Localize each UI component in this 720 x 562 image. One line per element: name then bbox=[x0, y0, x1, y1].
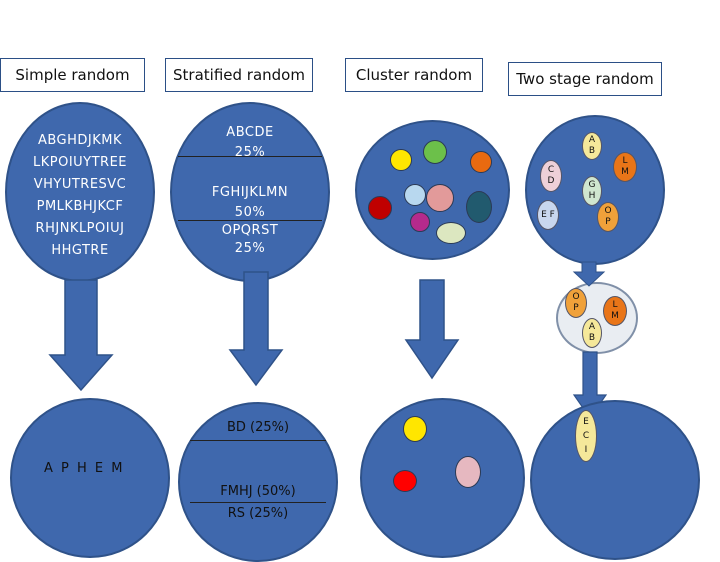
header-two-stage-random: Two stage random bbox=[508, 62, 662, 96]
simple-population-text: ABGHDJKMK LKPOIUYTREE VHYUTRESVC PMLKBHJ… bbox=[5, 130, 155, 262]
stratum1-percent: 25% bbox=[234, 145, 266, 160]
stratum-divider bbox=[190, 502, 326, 503]
cluster-dot bbox=[423, 140, 447, 164]
simple-line: LKPOIUYTREE bbox=[32, 155, 128, 170]
arrow-down-cluster bbox=[404, 279, 460, 380]
cluster-dot bbox=[404, 184, 426, 206]
stratum-divider bbox=[178, 220, 322, 221]
cluster-dot bbox=[410, 212, 430, 232]
cluster-sample-dot bbox=[403, 416, 427, 442]
stratum3-letters: OPQRST bbox=[221, 223, 279, 238]
simple-line: PMLKBHJKCF bbox=[36, 199, 124, 214]
pair-cluster-ef: E F bbox=[537, 200, 559, 230]
arrow-down-simple bbox=[48, 279, 114, 392]
simple-population-circle bbox=[5, 102, 155, 282]
cluster-dot bbox=[368, 196, 392, 220]
cluster-sample-circle bbox=[360, 398, 525, 558]
pair-cluster-op: O P bbox=[597, 202, 619, 232]
stratified-sample-2: FMHJ (50%) bbox=[220, 484, 296, 499]
stratum2-letters: FGHIJKLMN bbox=[211, 185, 289, 200]
stratified-sample-3: RS (25%) bbox=[227, 506, 289, 521]
stratified-population-circle bbox=[170, 102, 330, 282]
stage1-pair-op: O P bbox=[565, 288, 587, 318]
stratum2-percent: 50% bbox=[234, 205, 266, 220]
arrow-to-stage1 bbox=[572, 261, 606, 287]
cluster-dot bbox=[426, 184, 454, 212]
cluster-dot bbox=[390, 149, 412, 171]
pair-cluster-gh: G H bbox=[582, 176, 602, 206]
cluster-dot bbox=[470, 151, 492, 173]
stage1-pair-ab: A B bbox=[582, 318, 602, 348]
cluster-dot bbox=[436, 222, 466, 244]
stratum-divider bbox=[178, 156, 322, 157]
simple-line: HHGTRE bbox=[51, 243, 109, 258]
header-cluster-random: Cluster random bbox=[345, 58, 483, 92]
arrow-down-stratified bbox=[228, 271, 284, 387]
pair-cluster-cd: C D bbox=[540, 160, 562, 192]
stage2-sample-text: E C I bbox=[582, 417, 590, 455]
cluster-sample-dot bbox=[455, 456, 481, 488]
stage2-sample: E C I bbox=[575, 410, 597, 462]
header-simple-random: Simple random bbox=[0, 58, 145, 92]
simple-sample-text: A P H E M bbox=[44, 461, 125, 476]
pair-cluster-lm: L M bbox=[613, 152, 637, 182]
simple-sample-circle bbox=[10, 398, 170, 558]
simple-line: VHYUTRESVC bbox=[33, 177, 127, 192]
header-stratified-random: Stratified random bbox=[165, 58, 313, 92]
cluster-sample-dot bbox=[393, 470, 417, 492]
stratum-divider bbox=[190, 440, 326, 441]
stratum1-letters: ABCDE bbox=[226, 125, 274, 140]
simple-line: ABGHDJKMK bbox=[37, 133, 123, 148]
stage1-pair-lm: L M bbox=[603, 296, 627, 326]
two-stage-sample-circle bbox=[530, 400, 700, 560]
simple-line: RHJNKLPOIUJ bbox=[35, 221, 125, 236]
pair-cluster-ab: A B bbox=[582, 132, 602, 160]
cluster-dot bbox=[466, 191, 492, 223]
stratum3-percent: 25% bbox=[234, 241, 266, 256]
stratified-sample-1: BD (25%) bbox=[226, 420, 290, 435]
